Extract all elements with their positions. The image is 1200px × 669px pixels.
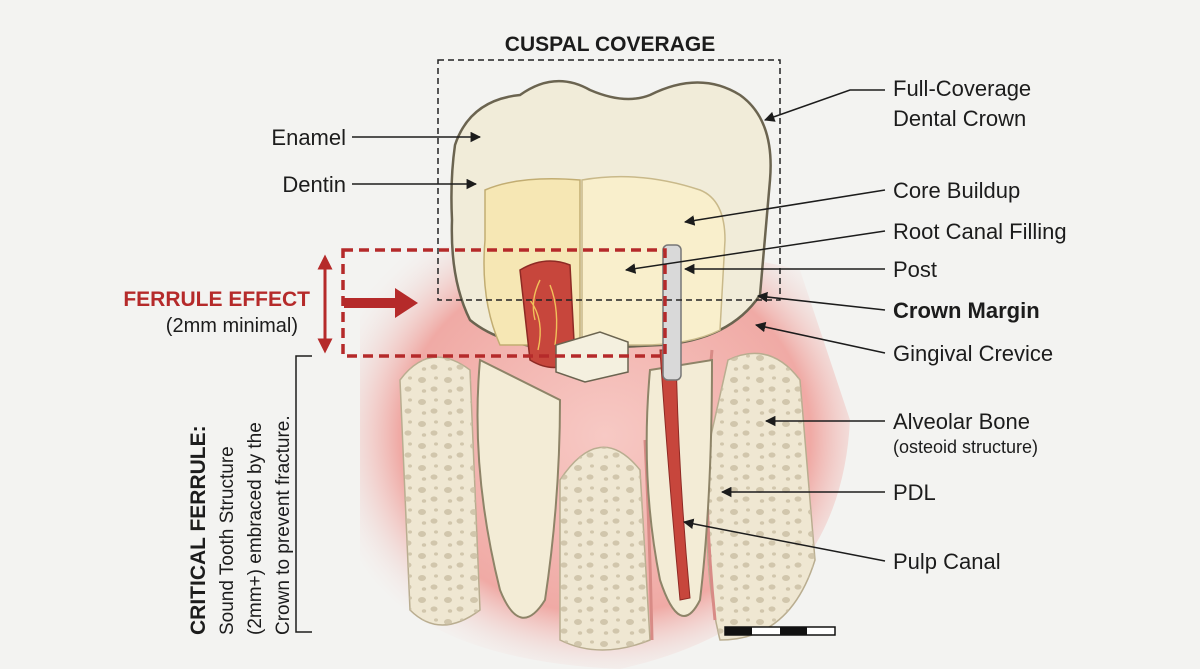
crown-margin-leader [756,291,886,311]
label-root-canal-filling: Root Canal Filling [893,219,1067,244]
label-crown-line2: Dental Crown [893,106,1026,131]
callout-line3: Crown to prevent fracture. [273,415,294,635]
pulp-canal-leader [682,518,886,562]
ferrule-title: FERRULE EFFECT [123,288,310,311]
callout-heading: CRITICAL FERRULE: [187,425,210,635]
core-buildup-leader [683,189,886,226]
label-dentin: Dentin [282,172,346,197]
callout-bracket [295,355,312,633]
diagram-title: CUSPAL COVERAGE [505,33,715,56]
post [662,244,682,381]
label-alveolar-bone: Alveolar Bone [893,409,1030,434]
tooth-root-left [476,358,562,619]
label-alveolar-bone-sub: (osteoid structure) [893,437,1038,457]
pulp-canal [659,349,691,601]
label-enamel: Enamel [271,125,346,150]
callout-line1: Sound Tooth Structure [217,446,238,635]
crown-leader [764,89,885,122]
label-gingival-crevice: Gingival Crevice [893,341,1053,366]
label-post: Post [893,257,937,282]
ferrule-pointer-arrow [344,288,418,318]
label-pulp-canal: Pulp Canal [893,549,1001,574]
critical-ferrule-callout: CRITICAL FERRULE: Sound Tooth Structure … [187,415,294,635]
scale-bar [724,626,836,636]
core-buildup [581,175,726,346]
root-canal-filling-leader [624,230,886,274]
label-crown-line1: Full-Coverage [893,76,1031,101]
ferrule-box [341,248,667,358]
callout-line2: (2mm+) embraced by the [245,422,266,635]
ferrule-subtitle: (2mm minimal) [166,315,298,337]
label-crown-margin: Crown Margin [893,298,1040,323]
gingival-crevice-leader [754,321,886,354]
label-pdl: PDL [893,480,936,505]
cuspal-coverage-box [437,59,781,301]
label-core-buildup: Core Buildup [893,178,1020,203]
